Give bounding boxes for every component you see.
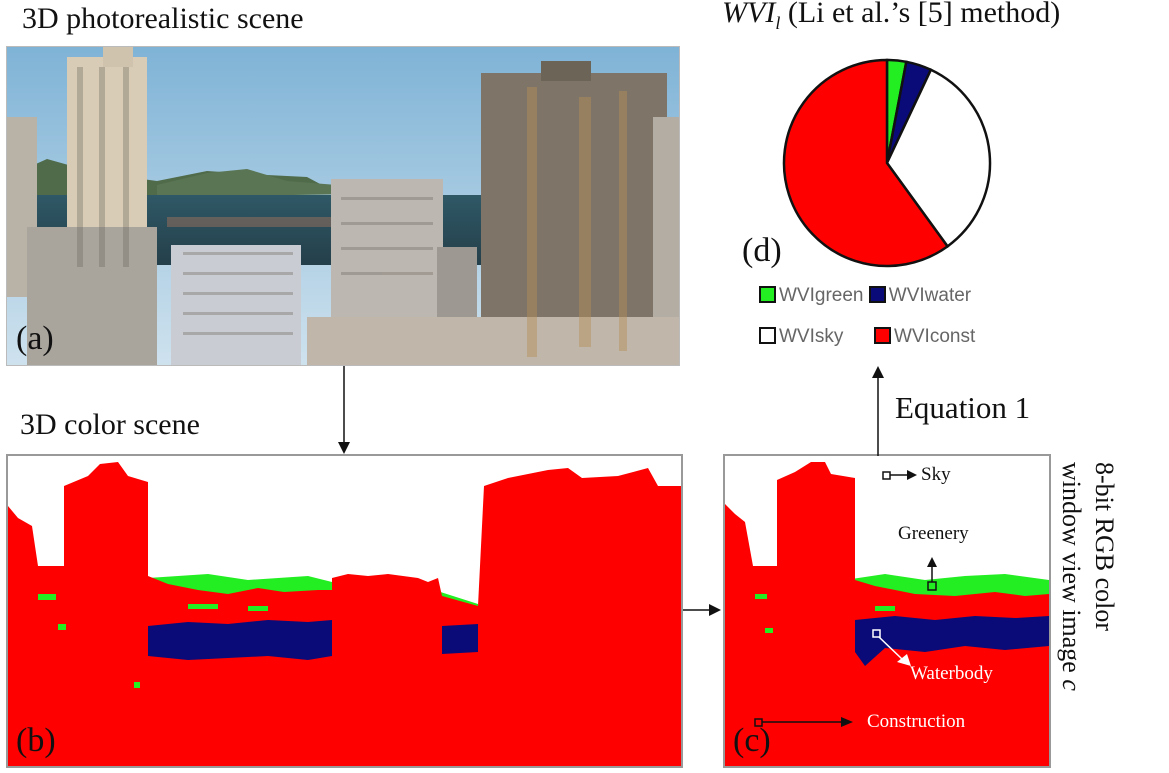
legend-row-1: WVIgreen WVIwater [759, 285, 971, 307]
annotation-greenery: Greenery [898, 523, 969, 544]
arrow-up-icon [872, 366, 884, 456]
window-view-vertical-label: 8-bit RGB color window view image c [1055, 462, 1121, 691]
legend-item-const: WVIconst [873, 326, 976, 347]
legend-swatch-const [873, 327, 891, 344]
vertical-label-line2-text: window view image [1057, 462, 1086, 680]
pie-chart-title: WVIl (Li et al.’s [5] method) [722, 0, 1060, 34]
legend-label-green: WVIgreen [779, 285, 864, 306]
color-scene-image [6, 454, 683, 768]
legend-swatch-water [868, 286, 886, 303]
pie-slice-wvisky [885, 68, 992, 249]
window-view-image [723, 454, 1051, 768]
pie-title-main: WVI [722, 0, 776, 29]
color-scene-title: 3D color scene [20, 408, 200, 441]
panel-label-b: (b) [16, 722, 56, 759]
pie-title-subscript: l [775, 13, 781, 33]
legend-item-water: WVIwater [868, 285, 972, 306]
legend-label-water: WVIwater [888, 285, 972, 306]
legend-swatch-green [759, 286, 776, 303]
legend-item-sky: WVIsky [759, 326, 843, 347]
pie-chart [782, 58, 992, 268]
annotation-sky: Sky [921, 464, 951, 485]
panel-label-a: (a) [16, 320, 54, 357]
arrow-down-icon [338, 366, 350, 454]
annotation-construction: Construction [867, 711, 966, 732]
equation-label: Equation 1 [895, 390, 1031, 425]
photorealistic-scene-image [6, 46, 680, 366]
legend-label-sky: WVIsky [779, 326, 844, 347]
pie-title-rest: (Li et al.’s [5] method) [780, 0, 1061, 29]
photo-scene-title: 3D photorealistic scene [22, 2, 304, 35]
vertical-label-line2-italic: c [1057, 679, 1086, 691]
vertical-label-line2: window view image c [1055, 462, 1088, 691]
annotation-markers [754, 470, 937, 727]
panel-label-c: (c) [733, 722, 771, 759]
legend-label-const: WVIconst [893, 326, 976, 347]
pie-slice-wviconst [782, 58, 950, 268]
vertical-label-line1: 8-bit RGB color [1090, 462, 1119, 631]
legend-item-green: WVIgreen [759, 285, 863, 306]
arrow-right-icon [683, 604, 721, 616]
legend-row-2: WVIsky WVIconst [759, 326, 975, 348]
annotation-waterbody: Waterbody [910, 663, 993, 684]
panel-label-d: (d) [742, 232, 782, 269]
legend-swatch-sky [759, 327, 776, 344]
